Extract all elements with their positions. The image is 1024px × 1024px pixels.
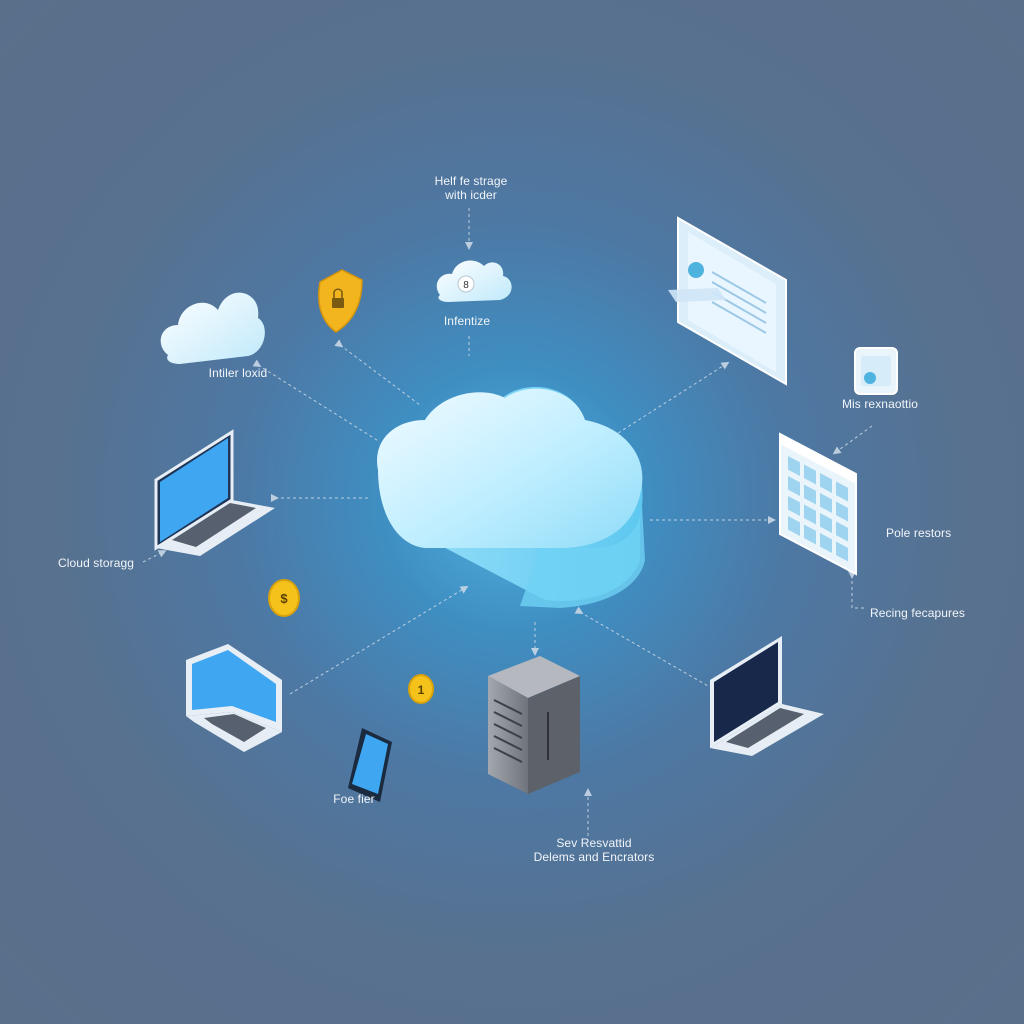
connector-laptop-right [574,606,709,687]
grid-cell [804,504,816,525]
label-top-storage: Helf fe strage with icder [420,174,522,202]
grid-cell [820,493,832,513]
connector-shield [334,339,421,406]
label-top-interface: Infentize [443,314,491,328]
connector-cloud-left [252,359,381,443]
grid-cell [820,473,832,493]
coin-left-symbol: $ [280,591,288,606]
label-pole-restors: Pole restors [886,526,952,540]
grid-cell [820,513,832,533]
grid-cell [804,484,816,505]
grid-cell [836,541,848,562]
label-top-storage-line1: Helf fe strage [434,174,508,188]
server-tower-icon [488,656,580,794]
grid-cell [788,496,800,516]
grid-cell [804,464,816,485]
laptop-icon [154,429,275,556]
small-device-icon [854,347,898,395]
connector-laptop-lower [289,585,469,695]
grid-cell [788,456,800,476]
grid-cell [788,476,800,496]
smartphone-icon [348,728,392,802]
label-phone: Foe fier [333,792,375,806]
coin-mid-symbol: 1 [418,683,425,697]
grid-cell [836,481,848,502]
top-cloud-icon [436,260,512,302]
shield-lock-icon [318,269,363,333]
coin-icon [268,579,300,617]
label-cloud-left: Intiler loxid [208,366,268,380]
label-mis: Mis rexnaottio [841,397,919,411]
grid-cell [836,521,848,542]
coin-mid-icon [408,674,434,704]
grid-cell [788,516,800,536]
connector-cloud-storage [142,550,167,563]
label-server-line1: Sev Resvattid [556,836,632,850]
connector-recing [848,571,866,609]
grid-cell [804,524,816,545]
grid-cell [820,533,832,553]
label-server-line2: Delems and Encrators [533,850,655,864]
label-cloud-storage: Cloud storagg [58,556,135,570]
left-cloud-icon [160,292,265,364]
laptop-right-icon [710,636,824,756]
central-cloud-icon [377,386,645,608]
grid-cell [836,501,848,522]
label-top-storage-line2: with icder [445,188,497,202]
laptop-lower-icon [186,644,282,752]
connector-mis [832,425,873,455]
grid-panel-icon [779,432,857,576]
document-panel-icon [668,216,787,386]
label-server: Sev Resvattid Delems and Encrators [524,836,664,864]
connector-document [597,361,730,447]
label-recing-fecapures: Recing fecapures [870,606,965,620]
top-cloud-badge: 8 [463,280,469,291]
